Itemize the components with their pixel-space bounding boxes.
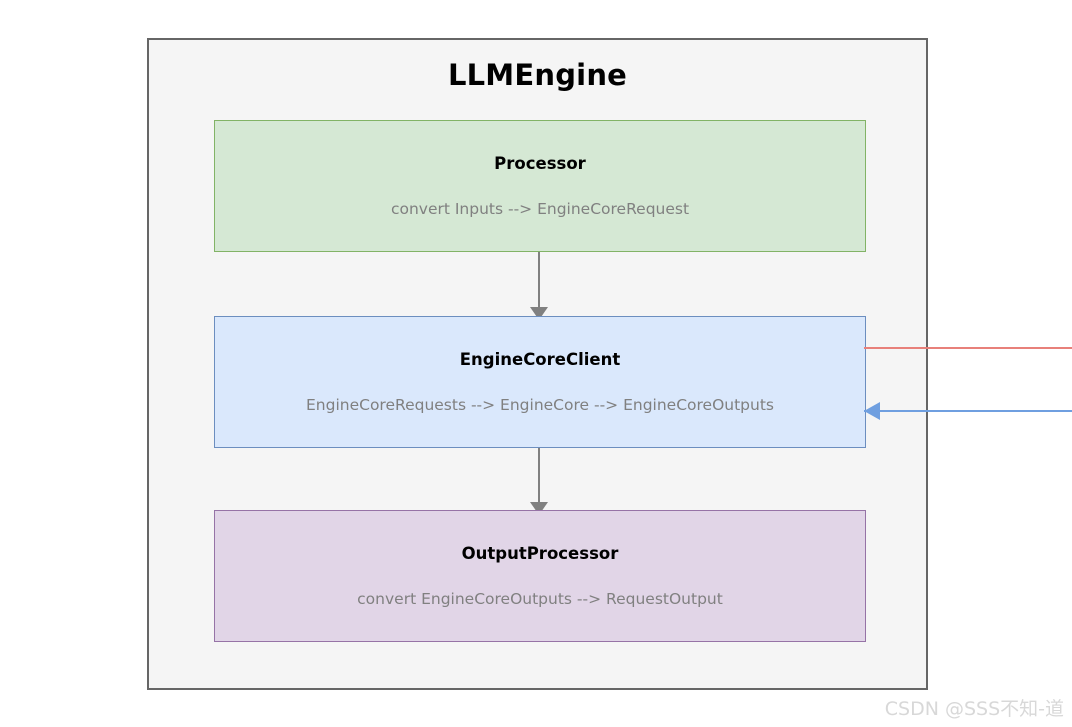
arrowhead-left-icon xyxy=(864,402,880,420)
node-processor-subtitle: convert Inputs --> EngineCoreRequest xyxy=(390,200,690,218)
node-enginecoreclient[interactable]: EngineCoreClient EngineCoreRequests --> … xyxy=(214,316,866,448)
node-enginecoreclient-title: EngineCoreClient xyxy=(459,350,621,369)
outbound-red-line xyxy=(864,347,1072,349)
node-processor-title: Processor xyxy=(494,154,586,173)
node-processor[interactable]: Processor convert Inputs --> EngineCoreR… xyxy=(214,120,866,252)
llmengine-title: LLMEngine xyxy=(447,58,628,92)
connector-enginecoreclient-to-outputprocessor xyxy=(530,448,548,515)
inbound-blue-line xyxy=(864,410,1072,412)
watermark: CSDN @SSS不知-道 xyxy=(884,698,1064,720)
node-outputprocessor-subtitle: convert EngineCoreOutputs --> RequestOut… xyxy=(357,590,723,608)
llmengine-container: LLMEngine Processor convert Inputs --> E… xyxy=(147,38,928,690)
node-enginecoreclient-subtitle: EngineCoreRequests --> EngineCore --> En… xyxy=(306,396,774,414)
node-outputprocessor-title: OutputProcessor xyxy=(461,544,619,563)
connector-processor-to-enginecoreclient xyxy=(530,252,548,320)
node-outputprocessor[interactable]: OutputProcessor convert EngineCoreOutput… xyxy=(214,510,866,642)
